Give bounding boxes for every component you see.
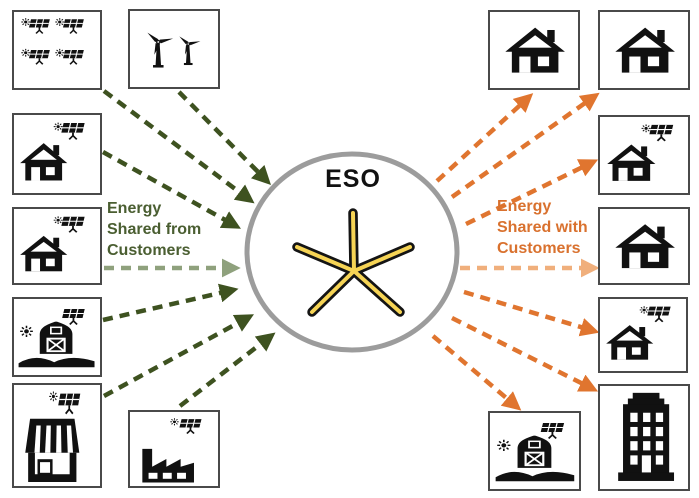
orange-dashed-arrow bbox=[450, 315, 599, 392]
shop-solar-icon bbox=[17, 389, 96, 482]
house-solar-icon bbox=[17, 212, 96, 280]
barn-solar-icon bbox=[17, 302, 96, 372]
box-solar-farm bbox=[12, 10, 102, 90]
factory-solar-icon bbox=[134, 415, 215, 483]
house-solar-icon bbox=[603, 302, 682, 368]
green-dashed-arrow bbox=[177, 90, 271, 186]
orange-dashed-arrow bbox=[465, 159, 599, 227]
box-house-solar-1 bbox=[12, 113, 102, 195]
house-icon bbox=[604, 15, 685, 85]
box-farm-solar bbox=[12, 297, 102, 377]
eso-title: ESO bbox=[325, 165, 381, 193]
box-house-solar-3 bbox=[598, 115, 690, 195]
green-dashed-arrow bbox=[102, 89, 255, 204]
eso-customer-network bbox=[292, 208, 415, 317]
box-factory-solar bbox=[128, 410, 220, 488]
wind-turbine-icon bbox=[134, 14, 215, 84]
orange-dashed-arrow bbox=[450, 92, 600, 199]
energy-flow-arrows bbox=[101, 89, 600, 411]
box-farm-solar-right bbox=[488, 411, 581, 491]
green-dashed-arrow bbox=[101, 150, 241, 229]
box-shop-solar bbox=[12, 383, 102, 488]
box-apartment-building bbox=[598, 384, 690, 491]
right-flow-label: Energy Shared with Customers bbox=[497, 198, 588, 258]
box-house-2 bbox=[598, 10, 690, 90]
apartment-building-icon bbox=[604, 390, 685, 485]
green-dashed-arrow bbox=[102, 283, 239, 323]
green-dashed-arrow bbox=[102, 314, 254, 398]
box-house-solar-4 bbox=[598, 297, 688, 373]
solar-farm-icon bbox=[17, 15, 96, 85]
house-solar-icon bbox=[17, 118, 96, 190]
orange-dashed-arrow bbox=[435, 93, 534, 183]
box-house-solar-2 bbox=[12, 207, 102, 285]
box-house-3 bbox=[598, 207, 690, 285]
box-house-1 bbox=[488, 10, 580, 90]
house-icon bbox=[604, 212, 685, 280]
orange-dashed-arrow bbox=[463, 289, 600, 337]
orange-dashed-arrow bbox=[431, 334, 522, 411]
house-solar-icon bbox=[604, 120, 685, 190]
left-flow-label: Energy Shared from Customers bbox=[107, 200, 202, 260]
house-icon bbox=[494, 15, 575, 85]
barn-solar-icon bbox=[494, 416, 576, 486]
green-dashed-arrow bbox=[178, 332, 276, 408]
box-wind-turbines bbox=[128, 9, 220, 89]
